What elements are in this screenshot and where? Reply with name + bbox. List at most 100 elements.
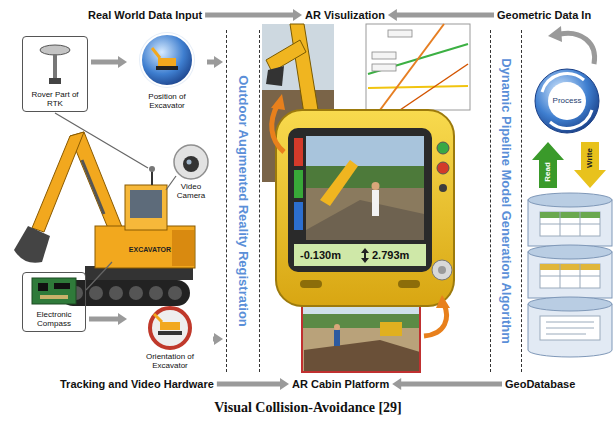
arrow-head [118,313,127,325]
compass-board-icon [32,278,76,304]
node-text: AR Visulization [305,8,385,22]
excavator-illustration [60,280,190,306]
compass-board-icon [40,295,68,299]
section-heading: GeoDatabase [505,377,575,391]
database-icon [528,193,612,207]
data-icon-label: Orientation of Excavator [130,306,210,372]
node-text: GeoDatabase [505,377,575,391]
pipeline-map [368,86,468,88]
position-icon [156,66,178,70]
excavator-illustration [129,286,143,300]
position-icon [139,32,195,88]
excavator-illustration [125,185,167,230]
orientation-icon [158,331,182,335]
excavator-photo [290,24,318,114]
node-text: Real World Data Input [88,8,202,22]
leader-line [166,176,176,190]
database-icon [540,212,600,218]
excavator-photo [266,66,284,86]
ar-device [439,184,447,192]
ar-device [438,266,446,274]
flow-label: Write [585,143,595,173]
arrow-head [214,333,223,345]
ar-device [294,170,303,198]
node-text: Geometric Data In [497,8,591,22]
ar-device [276,110,454,306]
ar-device [294,138,303,166]
flow-arrow [205,9,302,21]
database-icon [546,322,594,323]
excavator-illustration [172,230,194,266]
excavator-illustration [82,160,104,214]
arrow-head [280,378,289,390]
ar-device [372,190,379,216]
flow-arrow [217,378,289,390]
arrow-head [293,9,302,21]
flow-arrow [207,56,223,68]
database-icon [546,328,594,329]
ar-device [361,248,369,263]
read-arrow [532,142,564,188]
write-arrow [574,142,606,188]
excavator-illustration [14,132,195,306]
database-icon [540,264,600,270]
flow-arrow [91,56,127,68]
leader-line [86,262,112,290]
node-text: AR Cabin Platform [292,377,389,391]
process-band: Outdoor Augmented Reality Registration [226,30,260,372]
gps-antenna-icon [53,54,57,78]
leader-line [55,113,176,290]
ar-device [437,142,449,154]
cycle-arrow [560,33,595,64]
figure-caption: Visual Collision-Avoidance [29] [198,398,418,418]
compass-board-icon [38,283,48,291]
gps-antenna-icon [49,78,61,84]
site-photo [302,328,420,372]
orange-arrow-head [271,94,285,110]
ar-device [437,162,449,174]
gps-antenna-icon [40,45,70,55]
database-icon [540,276,600,277]
database-icon [580,264,581,288]
ar-device [294,202,303,230]
excavator-photo [266,40,306,72]
write-arrow [574,142,606,188]
excavator-illustration [168,286,182,300]
excavator-illustration [151,171,153,185]
orange-arrow [424,304,447,336]
database-icon [540,224,600,225]
node-text: -0.130m [300,247,341,263]
database-icon [560,212,561,236]
flow-arrow [213,333,223,345]
database-icon [540,316,600,340]
database-icon [528,304,612,357]
pipeline-map [366,24,470,110]
gps-antenna-icon [40,45,70,84]
ar-device [306,136,424,240]
excavator-illustration [89,286,103,300]
database-icon [546,334,586,335]
ar-device [288,128,432,272]
arrow-shaft [207,60,215,65]
node-text: Video Camera [170,182,212,200]
node-text: Tracking and Video Hardware [60,377,214,391]
site-photo [380,322,402,336]
node-text: Position of Excavator [130,92,204,110]
flow-arrow [392,378,502,390]
excavator-illustration [149,166,155,172]
process-circle: Process [532,66,602,136]
database-icon [580,212,581,236]
data-icon-label: Position of Excavator [130,30,204,112]
video-camera-icon [174,145,208,179]
orange-arrow-head [271,94,450,308]
flow-arrow [388,9,494,21]
orientation-icon [150,308,190,348]
excavator-illustration [32,132,84,232]
part-label: EXCAVATOR [115,245,185,255]
cycle-arrow [548,26,562,42]
ar-device [276,110,454,306]
arrow-shaft [217,382,281,387]
section-heading: Real World Data Input [88,8,202,22]
